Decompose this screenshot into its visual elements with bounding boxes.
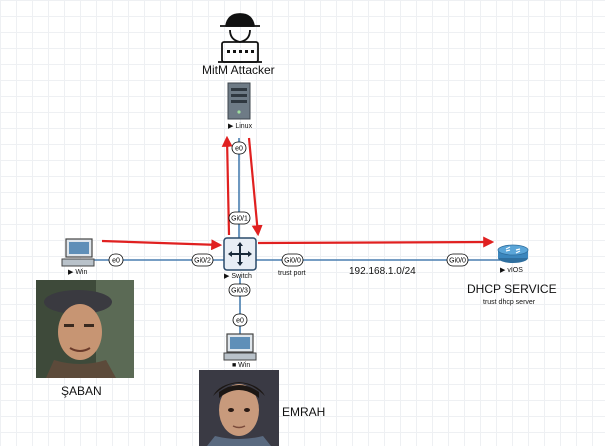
network-links bbox=[90, 138, 500, 336]
port-win-left-e0: e0 bbox=[112, 258, 120, 265]
trust-port-label: trust port bbox=[278, 270, 306, 277]
arrow-win-to-switch bbox=[101, 239, 223, 251]
arrow-switch-to-attacker bbox=[221, 135, 233, 236]
dhcp-subtitle: trust dhcp server bbox=[483, 299, 536, 306]
node-label-win-bottom: ■ Win bbox=[232, 362, 251, 369]
arrow-attacker-to-switch bbox=[247, 137, 263, 237]
port-switch-gi00: Gi0/0 bbox=[284, 258, 301, 265]
arrow-switch-to-dhcp bbox=[257, 236, 495, 248]
port-win-bottom-e0: e0 bbox=[236, 318, 244, 325]
attack-arrows bbox=[101, 135, 495, 251]
port-pills: e0 Gi0/1 e0 Gi0/2 Gi0/0 Gi0/0 Gi0/3 e0 bbox=[108, 141, 469, 327]
pc-icon-left bbox=[61, 238, 95, 267]
subnet-label: 192.168.1.0/24 bbox=[349, 266, 416, 277]
node-label-win-left: ▶ Win bbox=[68, 269, 88, 276]
switch-icon bbox=[223, 237, 257, 271]
port-vios-gi00: Gi0/0 bbox=[449, 258, 466, 265]
pc-icon-bottom bbox=[223, 333, 257, 361]
port-switch-gi02: Gi0/2 bbox=[194, 258, 211, 265]
portrait-illustration bbox=[36, 280, 134, 378]
dhcp-title: DHCP SERVICE bbox=[467, 282, 557, 296]
hacker-icon bbox=[218, 13, 262, 63]
port-switch-gi01: Gi0/1 bbox=[231, 216, 248, 223]
server-icon bbox=[227, 82, 251, 120]
router-icon bbox=[497, 244, 529, 263]
attacker-title: MitM Attacker bbox=[202, 63, 275, 77]
node-label-linux: ▶ Linux bbox=[228, 123, 253, 130]
person-label-bottom: EMRAH bbox=[282, 405, 326, 419]
person-label-left: ŞABAN bbox=[61, 384, 102, 398]
node-label-switch: ▶ Switch bbox=[224, 273, 252, 280]
person-photo-bottom bbox=[199, 370, 279, 446]
person-photo-left bbox=[36, 280, 134, 378]
node-label-vios: ▶ vIOS bbox=[500, 267, 523, 274]
port-linux-e0: e0 bbox=[235, 146, 243, 153]
port-switch-gi03: Gi0/3 bbox=[231, 288, 248, 295]
portrait-illustration bbox=[199, 370, 279, 446]
